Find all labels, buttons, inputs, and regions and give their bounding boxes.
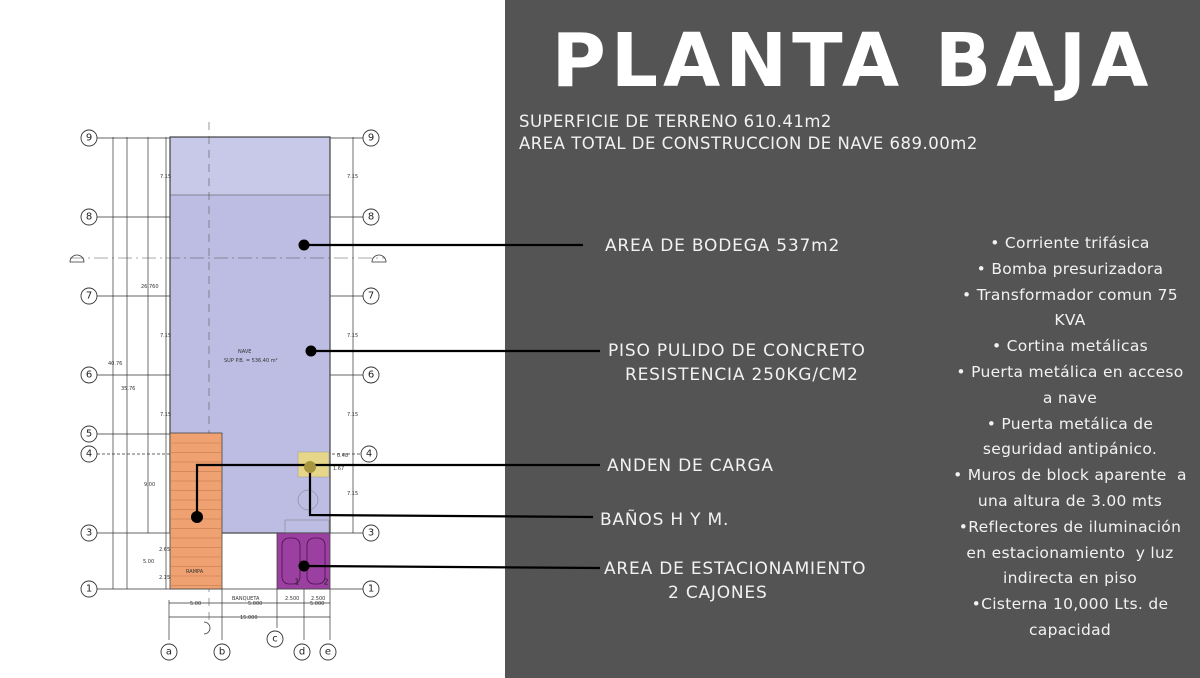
feature-item: • Puerta metálica en acceso a nave (956, 362, 1184, 407)
grid-label: 9 (368, 133, 374, 144)
grid-marker-row: 7 (362, 287, 380, 305)
grid-marker-row: 7 (80, 287, 98, 305)
dim: 7.15 (347, 412, 358, 418)
grid-label: 1 (86, 584, 92, 595)
dim: 9.00 (144, 482, 155, 488)
sidewalk-label: BANQUETA (232, 596, 260, 602)
callout-estacionamiento-2: 2 CAJONES (668, 583, 768, 603)
grid-label: 8 (86, 212, 92, 223)
callout-estacionamiento-1: AREA DE ESTACIONAMIENTO (604, 559, 867, 579)
grid-label: 6 (368, 370, 374, 381)
grid-label: 8 (368, 212, 374, 223)
info-panel (505, 0, 1200, 678)
dim: 35.76 (121, 386, 135, 392)
feature-item: • Transformador comun 75 KVA (962, 285, 1178, 330)
floor-plan-panel: NAVE SUP P.B. = 536.40 m² RAMPA BANQUETA… (0, 0, 505, 678)
dim: 7.15 (160, 333, 171, 339)
land-surface: SUPERFICIE DE TERRENO 610.41m2 (519, 112, 832, 131)
grid-marker-row: 3 (362, 524, 380, 542)
callout-anden: ANDEN DE CARGA (607, 456, 774, 476)
grid-label: 3 (368, 528, 374, 539)
section-mark-icon (69, 254, 387, 635)
dim: 5.00 (143, 559, 154, 565)
feature-item: • Bomba presurizadora (976, 259, 1164, 278)
grid-marker-row: 1 (362, 580, 380, 598)
dim: 7.15 (347, 174, 358, 180)
grid-label: e (325, 647, 331, 658)
ramp-label: RAMPA (186, 569, 204, 575)
grid-label: a (166, 647, 172, 658)
grid-marker-col: d (293, 643, 311, 661)
parking-area (276, 532, 331, 590)
nave-label: NAVE (238, 349, 251, 355)
anden-area (297, 451, 330, 478)
grid-marker-row: 1 (80, 580, 98, 598)
page-title: PLANTA BAJA (551, 18, 1154, 104)
grid-marker-col: c (266, 630, 284, 648)
grid-label: 3 (86, 528, 92, 539)
grid-marker-row: 4 (80, 445, 98, 463)
grid-marker-row: 8 (362, 208, 380, 226)
features-list: • Corriente trifásica • Bomba presurizad… (940, 231, 1200, 644)
grid-marker-row: 4 (360, 445, 378, 463)
grid-marker-col: e (319, 643, 337, 661)
dim: 7.15 (160, 174, 171, 180)
callout-piso-1: PISO PULIDO DE CONCRETO (608, 341, 866, 361)
total-construction-area: AREA TOTAL DE CONSTRUCCION DE NAVE 689.0… (519, 134, 978, 153)
dim: 5.00 (190, 601, 201, 607)
callout-banos: BAÑOS H Y M. (600, 510, 730, 530)
feature-item: • Corriente trifásica (990, 234, 1150, 252)
grid-label: c (272, 634, 278, 645)
feature-item: • Puerta metálica de seguridad antipánic… (982, 414, 1158, 459)
dim: 2.500 (311, 596, 325, 602)
parking-number: 1 (294, 578, 299, 587)
floor-plan-drawing: NAVE SUP P.B. = 536.40 m² RAMPA BANQUETA… (69, 122, 387, 661)
grid-label: 4 (366, 449, 372, 460)
grid-label: 1 (368, 584, 374, 595)
grid-marker-col: b (213, 643, 231, 661)
grid-marker-col: a (160, 643, 178, 661)
grid-marker-row: 9 (362, 129, 380, 147)
grid-label: 4 (86, 449, 92, 460)
callout-piso-2: RESISTENCIA 250KG/CM2 (625, 365, 859, 385)
feature-item: •Reflectores de iluminación en estaciona… (958, 517, 1182, 588)
dim: 2.65 (159, 547, 170, 553)
dim: 40.76 (108, 361, 122, 367)
grid-marker-row: 5 (80, 425, 98, 443)
feature-item: • Muros de block aparente a una altura d… (953, 466, 1187, 510)
ramp-area (169, 432, 223, 590)
grid-label: 9 (86, 133, 92, 144)
callout-bodega: AREA DE BODEGA 537m2 (605, 236, 841, 256)
grid-label: b (219, 647, 225, 658)
grid-marker-row: 6 (362, 366, 380, 384)
dim: 5.000 (248, 601, 262, 607)
dim: 26.760 (141, 284, 159, 290)
grid-label: 7 (368, 291, 374, 302)
dim: 5.000 (310, 601, 324, 607)
feature-item: • Cortina metálicas (992, 337, 1148, 356)
grid-label: 7 (86, 291, 92, 302)
dim: 0.48 (337, 453, 348, 459)
grid-marker-row: 3 (80, 524, 98, 542)
grid-marker-row: 9 (80, 129, 98, 147)
grid-label: d (299, 647, 305, 658)
grid-label: 5 (86, 429, 92, 440)
dim: 1.67 (333, 466, 344, 472)
dim: 15.000 (240, 615, 258, 621)
dim: 7.15 (347, 491, 358, 497)
dim: 7.15 (160, 412, 171, 418)
feature-item: •Cisterna 10,000 Lts. de capacidad (971, 595, 1169, 639)
dim: 2.15 (159, 575, 170, 581)
nave-area-label: SUP P.B. = 536.40 m² (224, 358, 278, 364)
grid-label: 6 (86, 370, 92, 381)
grid-marker-row: 6 (80, 366, 98, 384)
dim: 7.15 (347, 333, 358, 339)
grid-marker-row: 8 (80, 208, 98, 226)
dim: 2.500 (285, 596, 299, 602)
parking-number: 2 (323, 578, 328, 587)
